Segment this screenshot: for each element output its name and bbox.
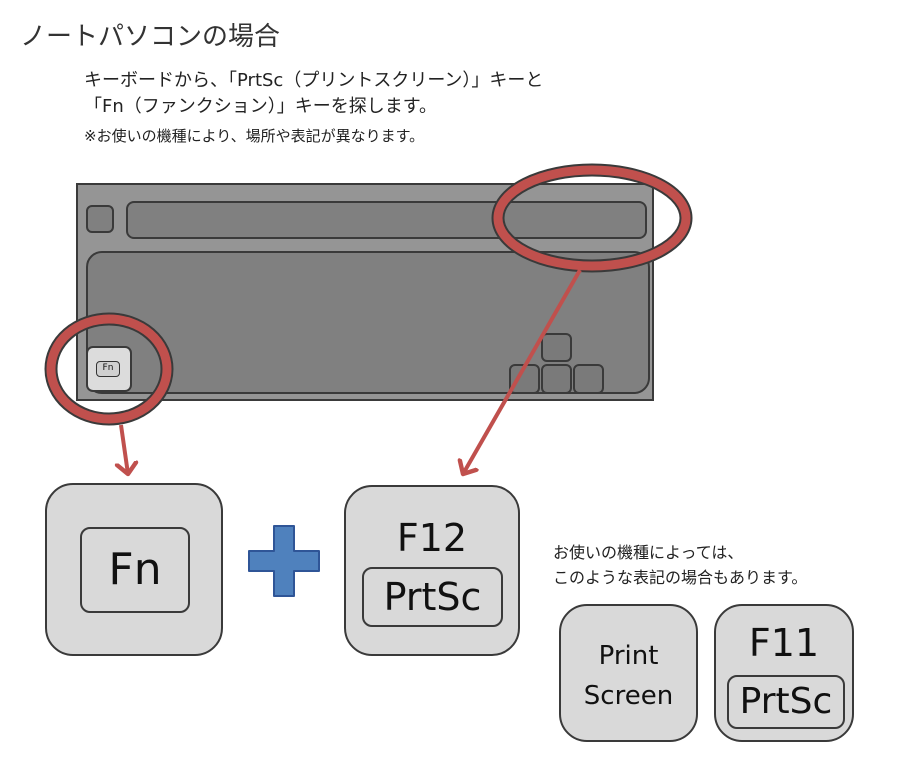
alternative-note-line-2: このような表記の場合もあります。	[553, 568, 808, 587]
model-variation-note: ※お使いの機種により、場所や表記が異なります。	[84, 127, 425, 145]
keyboard-arrow-down-key	[541, 364, 572, 394]
keyboard-arrow-up-key	[541, 333, 572, 362]
f11-label: F11	[748, 621, 820, 665]
print-screen-line-1: Print	[598, 641, 659, 671]
prtsc-pointer-arrow	[463, 269, 582, 474]
instruction-line-1: キーボードから、「PrtSc（プリントスクリーン）」キーと	[84, 70, 544, 91]
keyboard-fn-key	[86, 346, 132, 392]
fn-key-label: Fn	[80, 527, 190, 613]
plus-icon	[248, 525, 320, 597]
keyboard-esc-key	[86, 205, 114, 233]
alternative-label-note: お使いの機種によっては、 このような表記の場合もあります。	[553, 540, 807, 590]
keyboard-arrow-right-key	[573, 364, 604, 394]
print-screen-key-illustration	[559, 604, 698, 742]
keyboard-function-row	[126, 201, 647, 239]
f12-label: F12	[396, 516, 468, 560]
fn-pointer-arrow	[121, 424, 128, 474]
instruction-text: キーボードから、「PrtSc（プリントスクリーン）」キーと 「Fn（ファンクショ…	[84, 68, 543, 120]
page-title: ノートパソコンの場合	[20, 22, 281, 52]
f11-prtsc-label: PrtSc	[727, 675, 845, 729]
alternative-note-line-1: お使いの機種によっては、	[553, 543, 744, 562]
print-screen-label: Print Screen	[559, 636, 698, 716]
keyboard-fn-key-label: Fn	[96, 361, 120, 377]
print-screen-line-2: Screen	[583, 681, 674, 711]
prtsc-label: PrtSc	[362, 567, 503, 627]
instruction-line-2: 「Fn（ファンクション）」キーを探します。	[84, 96, 437, 117]
